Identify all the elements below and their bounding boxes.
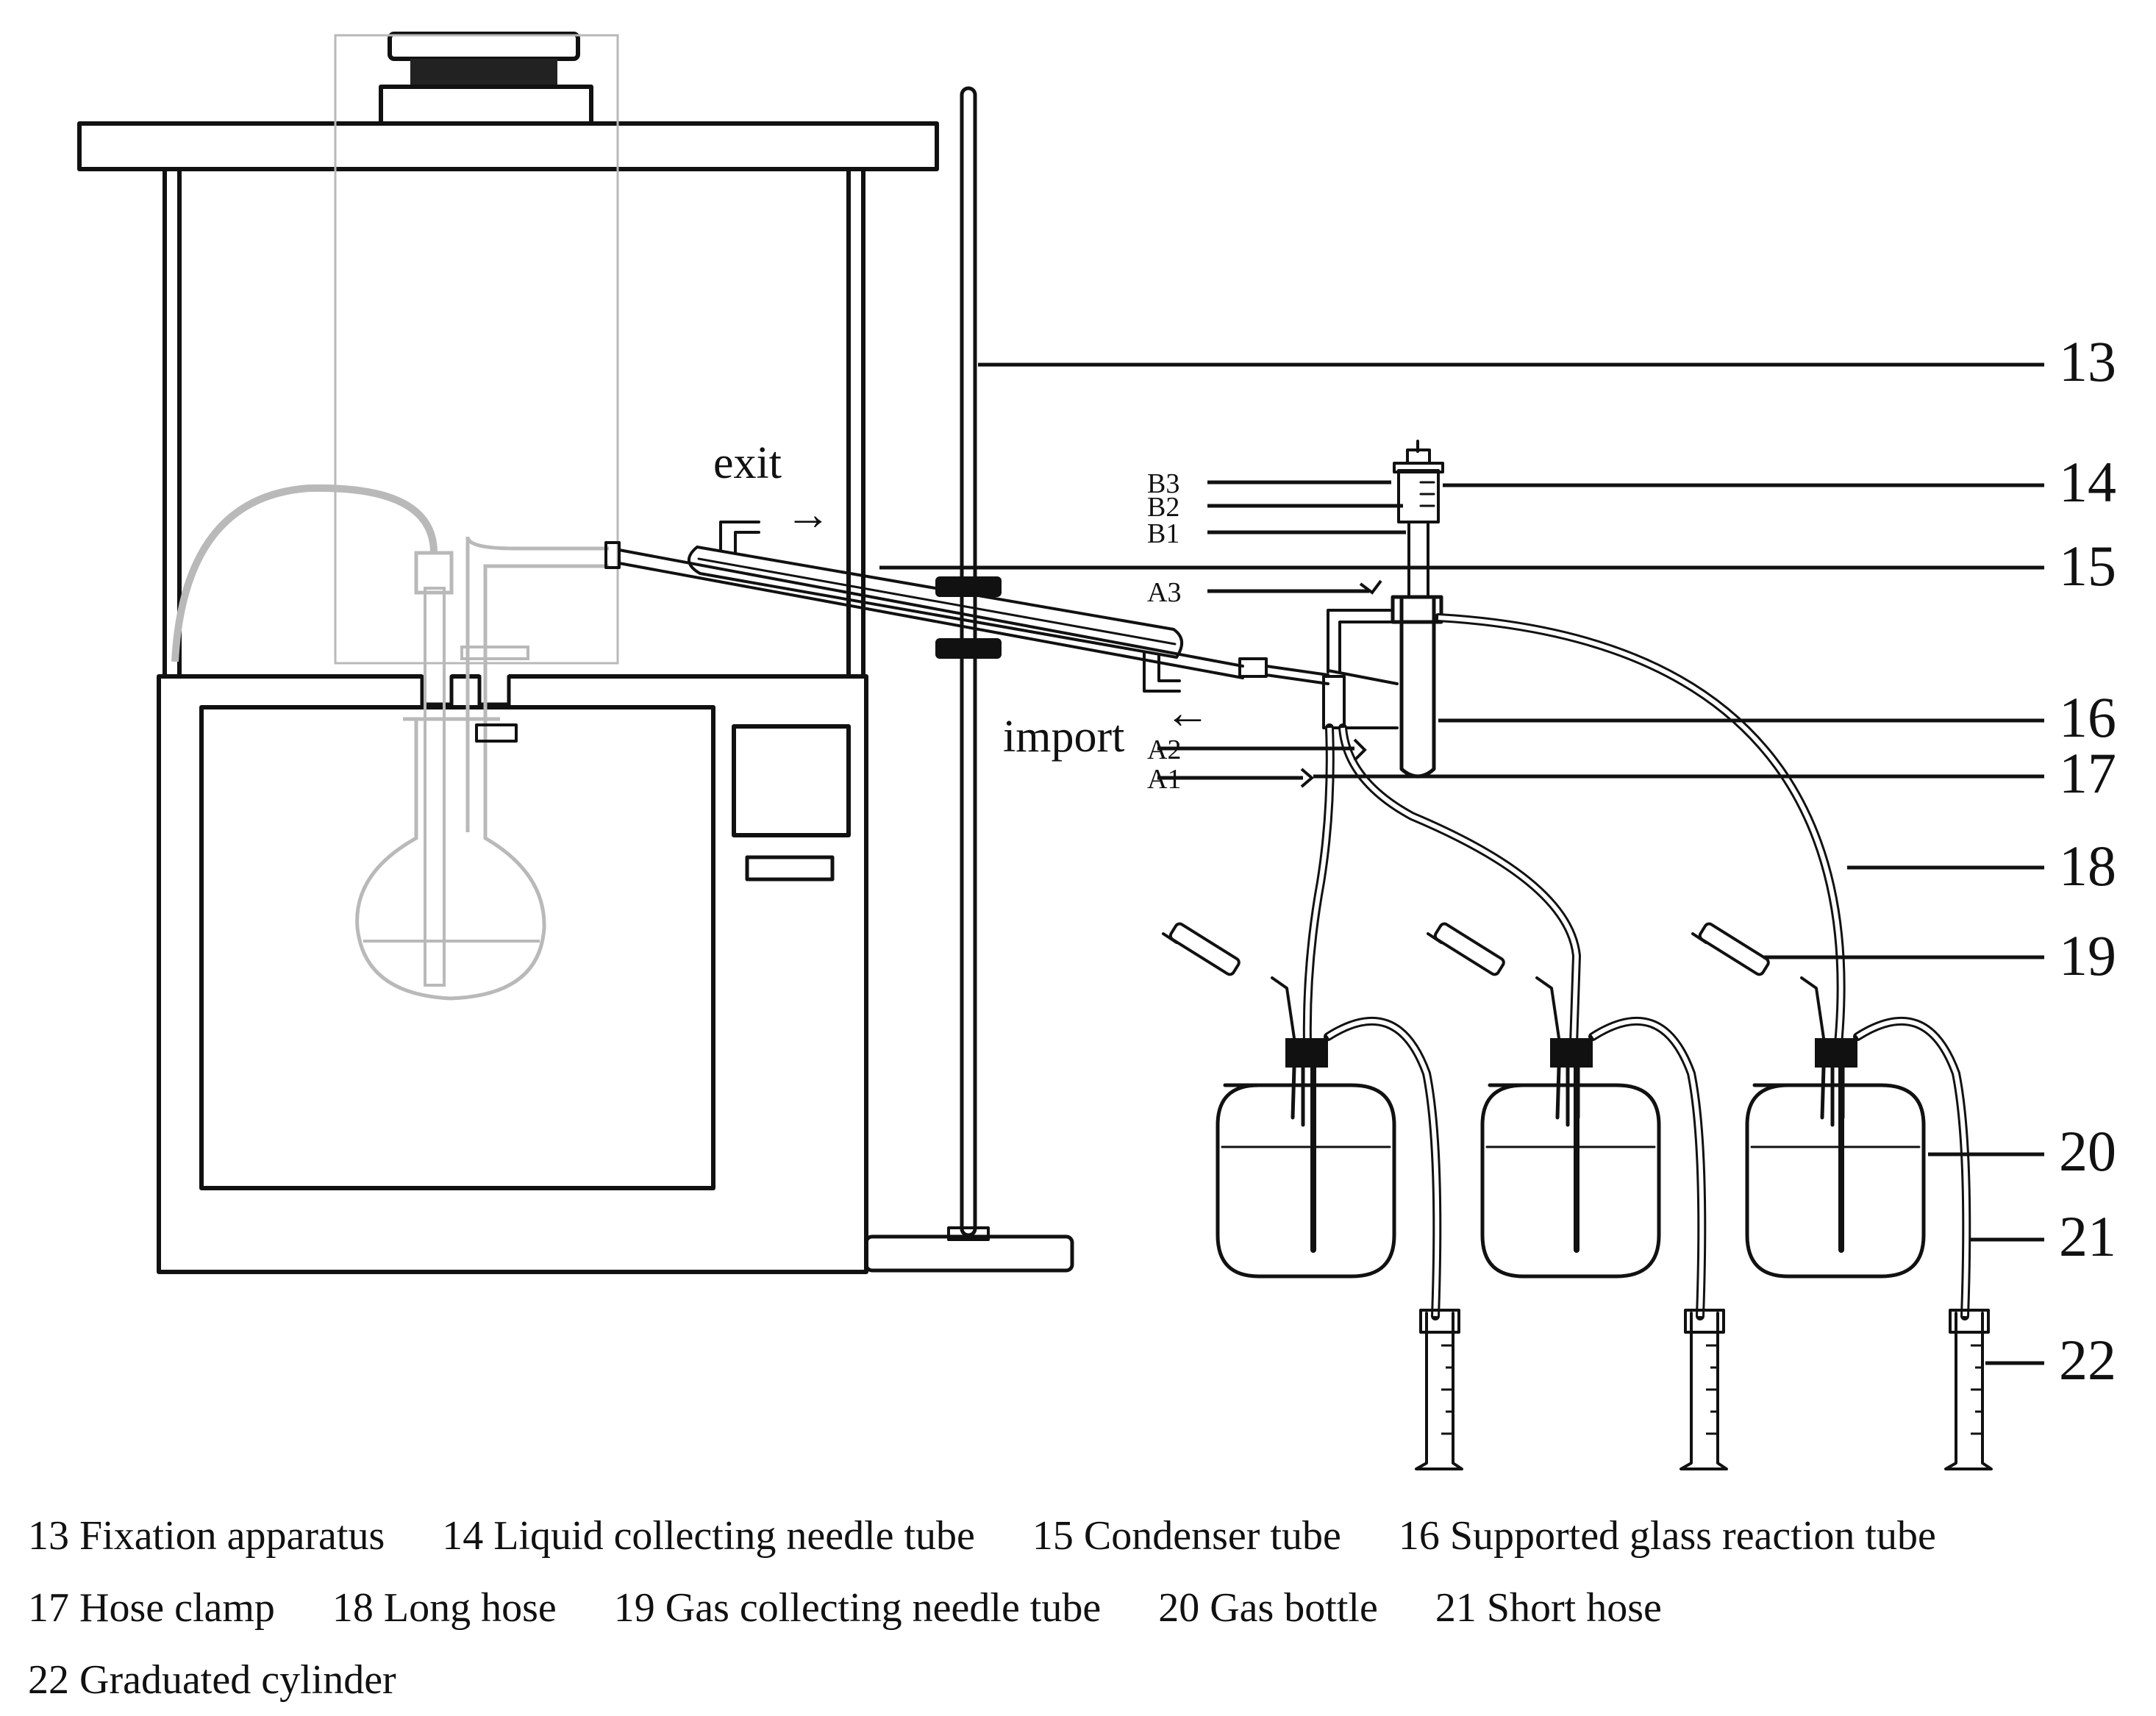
- callout-19: 19: [2059, 923, 2116, 987]
- legend-item: 17 Hose clamp: [28, 1585, 275, 1631]
- legend-item: 21 Short hose: [1435, 1585, 1662, 1631]
- round-bottom-flask: [171, 484, 609, 1001]
- gas-bottle-3: [1691, 922, 1993, 1470]
- label-b1: B1: [1147, 518, 1179, 549]
- reaction-tube-assembly: [1322, 440, 1444, 779]
- arrow-exit: →: [785, 490, 831, 540]
- gas-bottle-2: [1427, 922, 1728, 1470]
- legend-item: 19 Gas collecting needle tube: [613, 1585, 1102, 1631]
- callout-22: 22: [2059, 1328, 2116, 1392]
- label-a1: A1: [1147, 764, 1181, 795]
- callout-20: 20: [2059, 1119, 2116, 1183]
- label-b2: B2: [1147, 492, 1179, 523]
- callout-18: 18: [2059, 834, 2116, 898]
- label-a3: A3: [1147, 577, 1181, 608]
- callout-15: 15: [2059, 534, 2116, 598]
- condenser-tube: [604, 521, 1329, 693]
- label-b3: B3: [1147, 468, 1179, 499]
- leader-lines: [879, 362, 2044, 1365]
- fixation-stand: [864, 86, 1074, 1273]
- callout-13: 13: [2059, 329, 2116, 393]
- legend-item: 18 Long hose: [332, 1585, 557, 1631]
- legend-item: 20 Gas bottle: [1158, 1585, 1378, 1631]
- callout-21: 21: [2059, 1204, 2116, 1268]
- label-a2: A2: [1147, 734, 1181, 765]
- callout-17: 17: [2059, 741, 2116, 805]
- legend-caption: 13 Fixation apparatus 14 Liquid collecti…: [28, 1500, 2131, 1716]
- label-import: import: [1003, 712, 1124, 762]
- legend-item: 15 Condenser tube: [1032, 1513, 1341, 1559]
- callout-16: 16: [2059, 685, 2116, 749]
- legend-item: 13 Fixation apparatus: [28, 1513, 385, 1559]
- legend-item: 16 Supported glass reaction tube: [1398, 1513, 1936, 1559]
- legend-item: 22 Graduated cylinder: [28, 1657, 396, 1703]
- cylinder-graduations: [1441, 1344, 1982, 1435]
- label-exit: exit: [713, 438, 782, 488]
- legend-item: 14 Liquid collecting needle tube: [442, 1513, 975, 1559]
- callout-14: 14: [2059, 450, 2116, 514]
- reactor-cabinet: [77, 32, 939, 1274]
- gas-bottle-1: [1162, 922, 1463, 1470]
- valve-markers: [1300, 579, 1382, 788]
- arrow-import: ←: [1165, 688, 1210, 738]
